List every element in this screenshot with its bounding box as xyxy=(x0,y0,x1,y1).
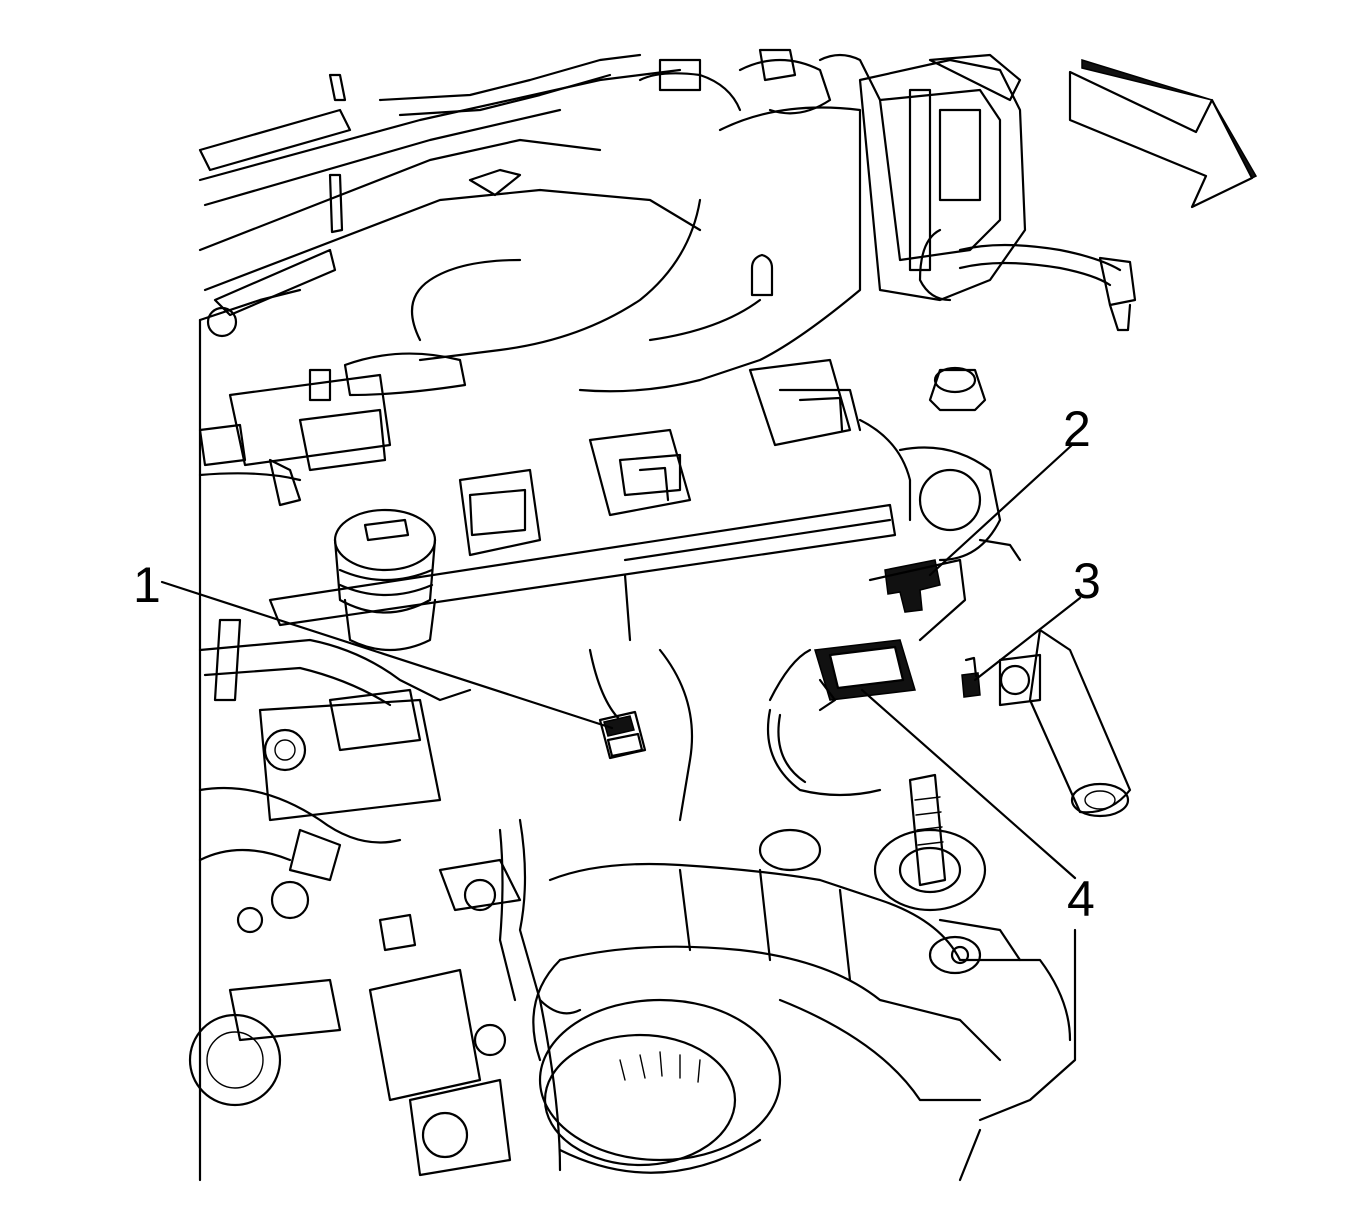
valve-cover xyxy=(198,53,702,338)
arrow-right-down-icon xyxy=(1068,58,1258,209)
callout-label-1: 1 xyxy=(133,557,161,613)
right-hose-fitting xyxy=(898,366,1132,818)
sensor-stud xyxy=(758,773,987,912)
leader-line-2 xyxy=(928,443,1074,577)
vacuum-hose xyxy=(918,228,1137,332)
component-2-bracket xyxy=(868,558,967,642)
pulleys xyxy=(188,858,522,1177)
engine-block-left xyxy=(198,618,472,882)
oil-filter xyxy=(538,998,782,1174)
oil-filler-cap xyxy=(333,508,437,652)
component-1-connector xyxy=(598,710,647,760)
callout-label-3: 3 xyxy=(1073,553,1101,609)
fuel-rail xyxy=(268,358,897,642)
wiring-harness xyxy=(410,258,1022,1015)
leader-line-3 xyxy=(973,596,1082,682)
leader-line-1 xyxy=(160,580,614,730)
intake-hose xyxy=(418,48,862,393)
illustration-edges xyxy=(198,318,1077,1182)
throttle-body xyxy=(818,53,1027,302)
leader-line-4 xyxy=(860,688,1077,880)
callout-label-2: 2 xyxy=(1063,401,1091,457)
callout-label-4: 4 xyxy=(1067,871,1095,927)
leader-lines xyxy=(160,443,1082,880)
left-connectors xyxy=(198,352,467,507)
intake-manifold xyxy=(532,862,1072,1102)
component-4-sensor-connector xyxy=(814,639,916,712)
